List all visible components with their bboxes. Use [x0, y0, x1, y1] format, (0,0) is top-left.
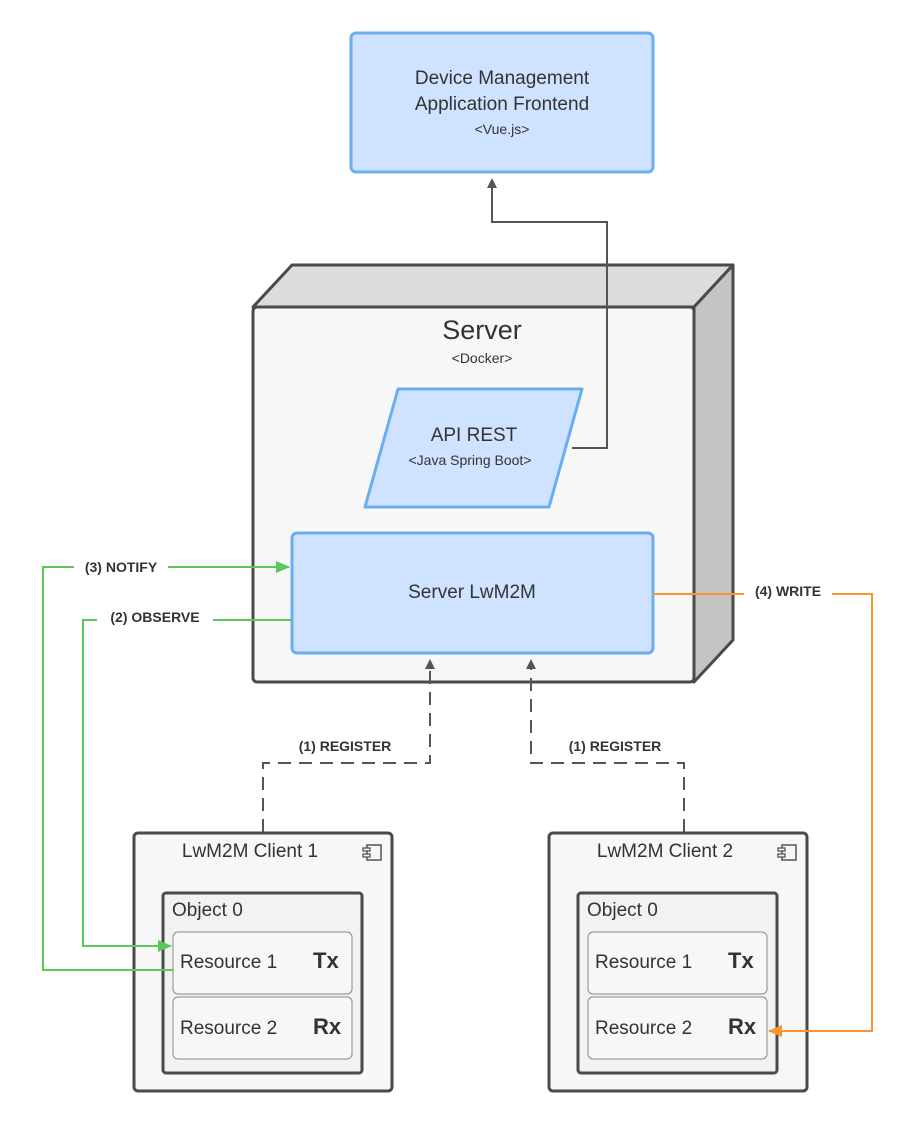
client1-box: LwM2M Client 1 Object 0 Resource 1 Tx Re… [132, 831, 394, 1093]
api-tech: <Java Spring Boot> [409, 452, 532, 468]
client2-resource2-label: Resource 2 [595, 1018, 692, 1039]
client2-resource2-tag: Rx [728, 1014, 757, 1039]
register-label-client2: (1) REGISTER [552, 737, 678, 755]
server-tech: <Docker> [452, 350, 513, 366]
register-arrow-client2 [526, 659, 685, 832]
client1-title: LwM2M Client 1 [182, 841, 318, 862]
lwm2m-server-title: Server LwM2M [408, 582, 536, 603]
write-label: (4) WRITE [744, 582, 832, 600]
notify-label: (3) NOTIFY [74, 558, 168, 576]
api-to-frontend-arrow [487, 178, 608, 449]
client2-box: LwM2M Client 2 Object 0 Resource 1 Tx Re… [547, 831, 809, 1093]
svg-text:(3) NOTIFY: (3) NOTIFY [85, 559, 158, 575]
frontend-title-line1: Device Management [415, 68, 590, 89]
register-label-client1: (1) REGISTER [282, 737, 408, 755]
frontend-box: Device Management Application Frontend <… [349, 31, 655, 174]
register-arrow-client1 [262, 659, 435, 832]
client1-resource1-label: Resource 1 [180, 952, 277, 973]
frontend-title-line2: Application Frontend [415, 94, 589, 115]
frontend-tech: <Vue.js> [475, 121, 530, 137]
svg-text:(1) REGISTER: (1) REGISTER [299, 738, 392, 754]
client2-object-label: Object 0 [587, 900, 658, 921]
client1-resource1-tag: Tx [313, 948, 339, 973]
component-icon [777, 844, 797, 861]
svg-text:(2) OBSERVE: (2) OBSERVE [110, 609, 199, 625]
client2-resource1-label: Resource 1 [595, 952, 692, 973]
client1-resource2-tag: Rx [313, 1014, 342, 1039]
lwm2m-server-box: Server LwM2M [290, 531, 655, 655]
client1-resource2-label: Resource 2 [180, 1018, 277, 1039]
api-rest-box: API REST <Java Spring Boot> [363, 387, 584, 509]
component-icon [362, 844, 382, 861]
client2-resource1-tag: Tx [728, 948, 754, 973]
svg-text:(4) WRITE: (4) WRITE [755, 583, 821, 599]
svg-text:(1) REGISTER: (1) REGISTER [569, 738, 662, 754]
observe-label: (2) OBSERVE [97, 609, 213, 627]
client1-object-label: Object 0 [172, 900, 243, 921]
client2-title: LwM2M Client 2 [597, 841, 733, 862]
api-title: API REST [431, 425, 518, 446]
server-title: Server [442, 315, 522, 345]
